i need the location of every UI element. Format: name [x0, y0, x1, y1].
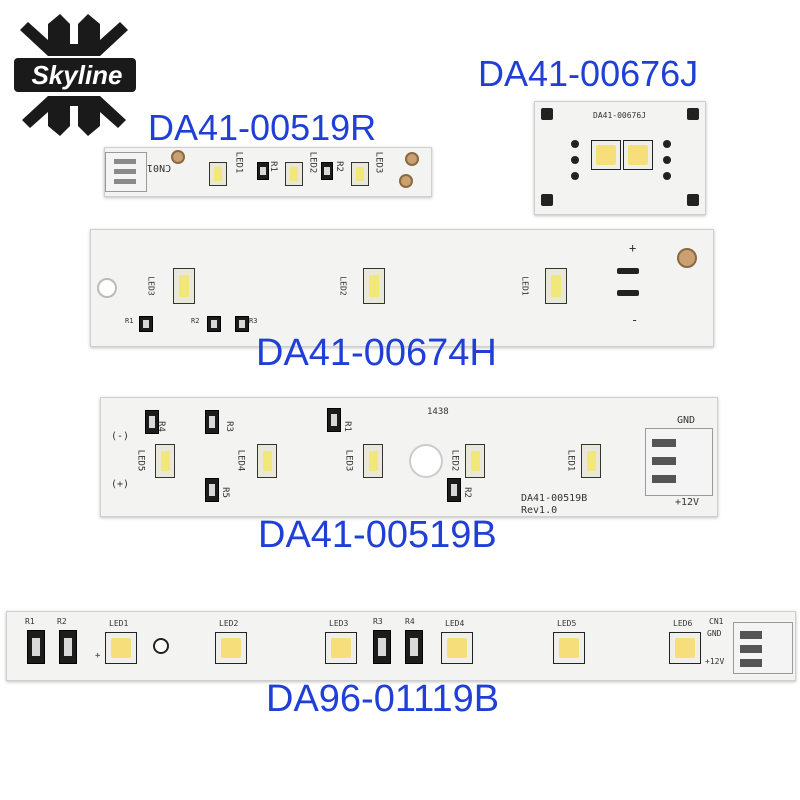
- resistor-r3: [205, 410, 219, 434]
- led-1: [209, 162, 227, 186]
- resistor-r1: [27, 630, 45, 664]
- led-2: [363, 268, 385, 304]
- resistor-r4: [405, 630, 423, 664]
- led-2: [465, 444, 485, 478]
- part-label-da41-00519r: DA41-00519R: [148, 107, 377, 148]
- resistor-r2: [207, 316, 221, 332]
- pcb-da41-00674h: LED3 LED2 LED1 R1 R2 R3 + -: [90, 229, 714, 347]
- part-label-da96-01119b: DA96-01119B: [266, 678, 500, 720]
- led-6: [669, 632, 701, 664]
- part-label-da41-00674h: DA41-00674H: [256, 332, 497, 374]
- pcb-da41-00519b: (-) (+) R4 R3 R1 LED5 LED4 LED3 LED2 LED…: [100, 397, 718, 517]
- wrench-icon: [14, 14, 136, 136]
- resistor-r2: [321, 162, 333, 180]
- led-1: [545, 268, 567, 304]
- connector-cn1: [733, 622, 793, 674]
- resistor-r3: [373, 630, 391, 664]
- led-a: [591, 140, 621, 170]
- resistor-r4: [145, 410, 159, 434]
- led-5: [553, 632, 585, 664]
- resistor-r1: [257, 162, 269, 180]
- resistor-r2: [447, 478, 461, 502]
- resistor-r2: [59, 630, 77, 664]
- part-label-da41-00676j: DA41-00676J: [478, 53, 699, 94]
- pcb-da41-00519r: CN01 LED1 R1 LED2 R2 LED3: [104, 147, 432, 197]
- led-3: [325, 632, 357, 664]
- part-label-da41-00519b: DA41-00519B: [258, 514, 497, 556]
- led-2: [285, 162, 303, 186]
- led-b: [623, 140, 653, 170]
- led-3: [173, 268, 195, 304]
- led-3: [363, 444, 383, 478]
- resistor-r5: [205, 478, 219, 502]
- pcb-da96-01119b: R1 R2 LED1 + LED2 LED3 R3 R4 LED4 LED5 L…: [6, 611, 796, 681]
- silk-cn01: CN01: [147, 162, 172, 173]
- resistor-r1: [327, 408, 341, 432]
- led-4: [257, 444, 277, 478]
- led-2: [215, 632, 247, 664]
- connector-cn01: [105, 152, 147, 192]
- led-3: [351, 162, 369, 186]
- resistor-r1: [139, 316, 153, 332]
- brand-logo: Skyline: [0, 0, 150, 150]
- led-4: [441, 632, 473, 664]
- brand-name: Skyline: [31, 60, 123, 90]
- led-1: [581, 444, 601, 478]
- led-1: [105, 632, 137, 664]
- pcb-da41-00676j: DA41-00676J: [534, 101, 706, 215]
- resistor-r3: [235, 316, 249, 332]
- led-5: [155, 444, 175, 478]
- connector-power: [645, 428, 713, 496]
